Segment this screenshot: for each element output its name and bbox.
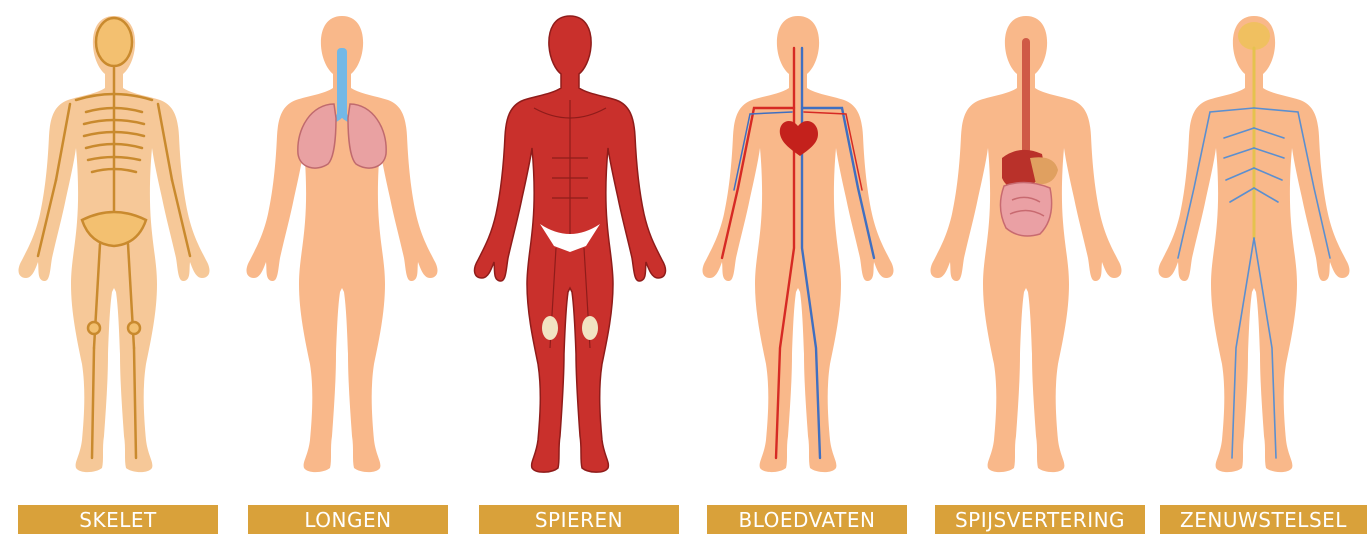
label-muscles: SPIEREN bbox=[479, 505, 679, 534]
muscles-icon bbox=[460, 8, 680, 478]
digestive-system-icon bbox=[916, 8, 1136, 478]
system-panel-nervous-system: ZENUWSTELSEL bbox=[1140, 0, 1367, 534]
label-skeleton: SKELET bbox=[18, 505, 218, 534]
system-panel-skeleton: SKELET bbox=[0, 0, 228, 534]
blood-vessels-icon bbox=[688, 8, 908, 478]
label-nervous-system: ZENUWSTELSEL bbox=[1160, 505, 1367, 534]
label-lungs: LONGEN bbox=[248, 505, 448, 534]
label-blood-vessels: BLOEDVATEN bbox=[707, 505, 907, 534]
system-panel-lungs: LONGEN bbox=[228, 0, 456, 534]
label-digestive: SPIJSVERTERING bbox=[935, 505, 1145, 534]
lungs-icon bbox=[232, 8, 452, 478]
nervous-system-icon bbox=[1144, 8, 1364, 478]
system-panel-muscles: SPIEREN bbox=[456, 0, 684, 534]
skeleton-icon bbox=[4, 8, 224, 478]
system-panel-digestive: SPIJSVERTERING bbox=[912, 0, 1140, 534]
system-panel-blood-vessels: BLOEDVATEN bbox=[684, 0, 912, 534]
